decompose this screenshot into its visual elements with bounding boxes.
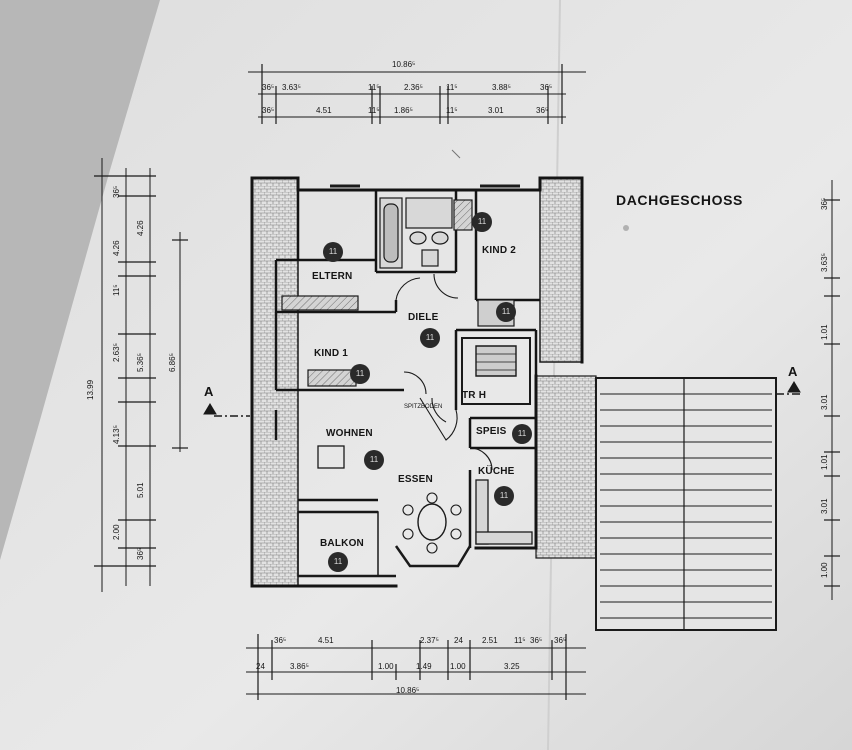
dim-top-r2-2: 4.51 — [316, 106, 332, 115]
dim-left-8: 5.36⁵ — [136, 353, 145, 372]
room-marker-kueche: 11 — [494, 486, 514, 506]
dim-top-r2-6: 3.01 — [488, 106, 504, 115]
dim-bot-r1-2: 4.51 — [318, 636, 334, 645]
dim-right-5: 1.01 — [820, 454, 829, 470]
section-line — [203, 381, 801, 417]
room-label-kind1: KIND 1 — [314, 348, 348, 359]
dim-top-overall: 10.86⁵ — [392, 60, 416, 69]
dimension-chain-bottom — [246, 634, 586, 700]
pen-marks — [451, 149, 629, 231]
dim-left-inner-1: 6.86⁵ — [168, 353, 177, 372]
room-marker-kind1: 11 — [350, 364, 370, 384]
dim-bot-r1-8: 36⁵ — [554, 636, 567, 645]
room-label-essen: ESSEN — [398, 474, 433, 485]
dim-bot-r1-7: 36⁵ — [530, 636, 543, 645]
kitchen-counters — [317, 445, 533, 545]
dim-bot-r1-1: 36⁵ — [274, 636, 287, 645]
room-marker-balkon: 11 — [328, 552, 348, 572]
dim-bot-r2-4: 1.49 — [416, 662, 432, 671]
interior-walls — [274, 190, 540, 548]
dim-bot-r1-6: 11⁵ — [514, 636, 526, 645]
dim-right-1: 36⁵ — [820, 197, 829, 210]
dim-bot-r2-6: 3.25 — [504, 662, 520, 671]
dim-left-inner-2: 5.01 — [136, 482, 145, 498]
dim-right-6: 3.01 — [820, 498, 829, 514]
dim-top-r1-2: 3.63⁵ — [282, 83, 301, 92]
room-label-wohnen: WOHNEN — [326, 428, 373, 439]
room-marker-kind2: 11 — [472, 212, 492, 232]
room-label-kind2: KIND 2 — [482, 245, 516, 256]
dim-right-3: 1.01 — [820, 324, 829, 340]
dim-right-2: 3.63⁵ — [820, 253, 829, 272]
room-marker-wohnen: 11 — [364, 450, 384, 470]
dim-left-2: 4.26 — [112, 240, 121, 256]
room-label-diele: DIELE — [408, 312, 439, 323]
dim-right-4: 3.01 — [820, 394, 829, 410]
dim-left-outer: 13.99 — [86, 379, 95, 400]
dim-top-r1-7: 36⁵ — [540, 83, 553, 92]
built-in-closets — [281, 295, 515, 387]
dim-left-1: 36⁵ — [112, 185, 121, 198]
dim-top-r1-1: 36⁵ — [262, 83, 275, 92]
paper-fold — [547, 0, 561, 750]
dim-top-r1-4: 2.36⁵ — [404, 83, 423, 92]
dim-left-9: 36⁵ — [136, 547, 145, 560]
dim-left-5: 4.13⁵ — [112, 425, 121, 444]
outer-walls — [250, 176, 584, 588]
annex-roof — [595, 377, 777, 631]
dim-bot-r2-5: 1.00 — [450, 662, 466, 671]
dimension-chain-right — [824, 180, 840, 600]
dim-left-4: 2.63⁵ — [112, 343, 121, 362]
dim-bot-r1-5: 2.51 — [482, 636, 498, 645]
dim-top-r2-3: 11⁵ — [368, 106, 380, 115]
room-label-kueche: KÜCHE — [478, 466, 515, 477]
dim-left-6: 2.00 — [112, 524, 121, 540]
dim-top-r1-6: 3.88⁵ — [492, 83, 511, 92]
balcony — [297, 511, 396, 578]
dim-left-3: 11⁵ — [112, 284, 121, 296]
plan-title: DACHGESCHOSS — [616, 192, 743, 208]
dim-top-r2-1: 36⁵ — [262, 106, 275, 115]
door-swings — [395, 273, 493, 471]
dimension-chain-top — [248, 64, 586, 124]
room-marker-hall: 11 — [496, 302, 516, 322]
section-marker-right: A — [788, 364, 798, 379]
dim-bot-r1-4: 24 — [454, 636, 463, 645]
room-label-eltern: ELTERN — [312, 271, 353, 282]
dining-area — [394, 492, 472, 568]
bathroom-fixtures — [379, 197, 473, 269]
room-label-balkon: BALKON — [320, 538, 364, 549]
dim-top-r2-4: 1.86⁵ — [394, 106, 413, 115]
dim-bot-r2-1: 24 — [256, 662, 265, 671]
room-label-speis: SPEIS — [476, 426, 507, 437]
room-marker-diele: 11 — [420, 328, 440, 348]
dim-bot-r2-3: 1.00 — [378, 662, 394, 671]
room-label-spitzboden: SPITZBODEN — [404, 404, 443, 410]
dim-top-r1-5: 11⁵ — [446, 83, 458, 92]
room-label-trh: TR H — [462, 390, 487, 401]
dimension-chain-left — [94, 158, 188, 592]
dim-bot-r1-3: 2.37⁵ — [420, 636, 439, 645]
room-marker-eltern: 11 — [323, 242, 343, 262]
section-marker-left: A — [204, 384, 214, 399]
staircase — [461, 337, 531, 405]
dim-right-7: 1.00 — [820, 562, 829, 578]
dim-bot-r2-2: 3.86⁵ — [290, 662, 309, 671]
dim-top-r2-5: 11⁵ — [446, 106, 458, 115]
dim-bot-overall: 10.86⁵ — [396, 686, 420, 695]
dim-left-7: 4.26 — [136, 220, 145, 236]
dim-top-r1-3: 11⁵ — [368, 83, 380, 92]
dim-top-r2-7: 36⁵ — [536, 106, 549, 115]
room-marker-speis: 11 — [512, 424, 532, 444]
